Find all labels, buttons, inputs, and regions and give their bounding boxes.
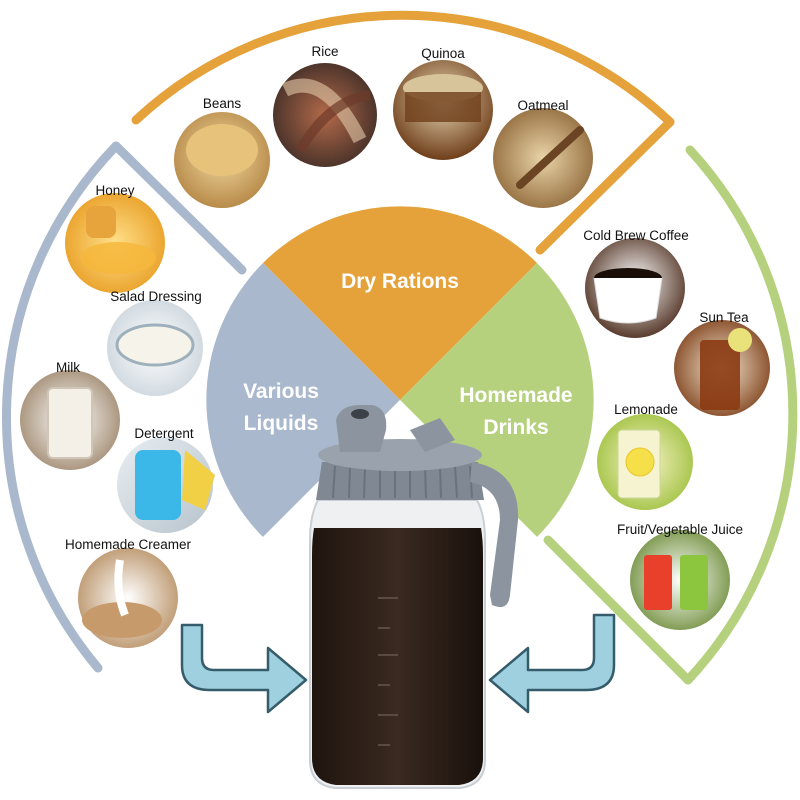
item-oatmeal: Oatmeal bbox=[493, 98, 593, 208]
jar-handle bbox=[470, 462, 519, 608]
item-salad-dressing: Salad Dressing bbox=[107, 289, 203, 396]
honey-label: Honey bbox=[95, 183, 134, 198]
detergent-label: Detergent bbox=[134, 426, 194, 441]
various-liquids-title-line1: Various bbox=[243, 380, 319, 403]
item-honey: Honey bbox=[65, 183, 165, 293]
outer-arc-dry bbox=[131, 10, 675, 255]
mason-jar-pitcher bbox=[309, 405, 519, 789]
various-liquids-title-line2: Liquids bbox=[244, 412, 319, 435]
sector-dry-rations bbox=[263, 206, 537, 400]
lemonade-label: Lemonade bbox=[614, 402, 678, 417]
milk-label: Milk bbox=[56, 360, 80, 375]
sun-tea-label: Sun Tea bbox=[699, 310, 749, 325]
salad-dressing-label: Salad Dressing bbox=[110, 289, 202, 304]
homemade-drinks-title-line1: Homemade bbox=[459, 384, 572, 407]
item-cold-brew-coffee: Cold Brew Coffee bbox=[583, 228, 689, 338]
item-sun-tea: Sun Tea bbox=[674, 310, 770, 416]
item-fruit-vegetable-juice: Fruit/Vegetable Juice bbox=[617, 522, 743, 630]
item-quinoa: Quinoa bbox=[393, 46, 493, 160]
item-milk: Milk bbox=[20, 360, 120, 470]
item-detergent: Detergent bbox=[117, 426, 215, 533]
item-rice: Rice bbox=[273, 44, 377, 167]
outer-arc-liquids bbox=[2, 141, 247, 673]
jar-measurement-marks bbox=[378, 597, 398, 746]
homemade-drinks-title-line2: Drinks bbox=[483, 416, 548, 439]
jar-flip-cap bbox=[410, 418, 455, 452]
item-beans: Beans bbox=[174, 96, 270, 208]
sector-various-liquids bbox=[206, 263, 400, 537]
outer-arc-drinks bbox=[543, 145, 798, 685]
jar-spout bbox=[336, 405, 387, 452]
fruit-vegetable-juice-label: Fruit/Vegetable Juice bbox=[617, 522, 743, 537]
quinoa-label: Quinoa bbox=[421, 46, 465, 61]
item-homemade-creamer: Homemade Creamer bbox=[65, 537, 192, 648]
sector-homemade-drinks bbox=[400, 263, 594, 537]
oatmeal-label: Oatmeal bbox=[517, 98, 568, 113]
jar-lid bbox=[316, 462, 484, 500]
dry-rations-title: Dry Rations bbox=[341, 270, 459, 293]
right-arrow-icon bbox=[488, 613, 616, 714]
item-lemonade: Lemonade bbox=[597, 402, 693, 510]
jar-liquid bbox=[312, 528, 483, 785]
rice-label: Rice bbox=[311, 44, 338, 59]
beans-label: Beans bbox=[203, 96, 242, 111]
left-arrow-icon bbox=[180, 623, 308, 714]
oatmeal-photo bbox=[493, 108, 593, 208]
cold-brew-coffee-label: Cold Brew Coffee bbox=[583, 228, 689, 243]
homemade-creamer-label: Homemade Creamer bbox=[65, 537, 192, 552]
